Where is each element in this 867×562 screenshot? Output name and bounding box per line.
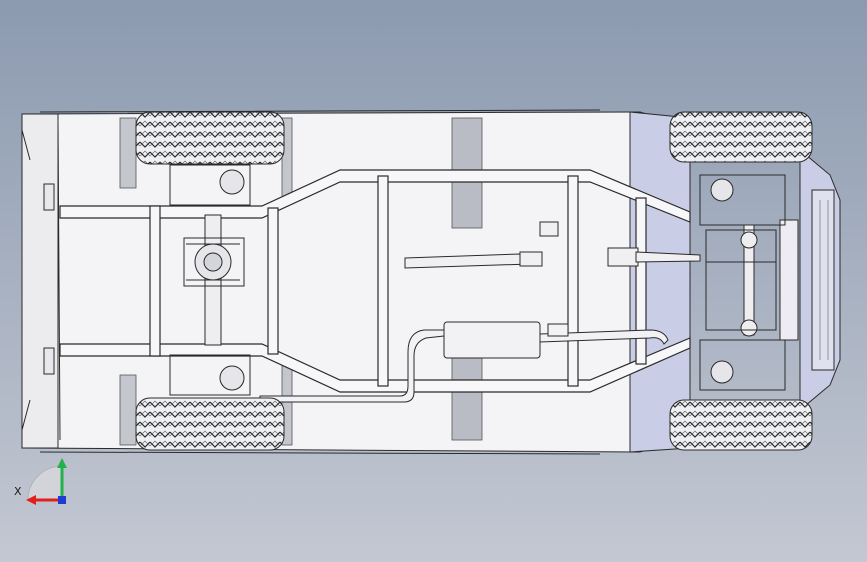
rear-axle [169,164,251,396]
exhaust-system [259,321,669,403]
rear-bumper-details [21,129,55,431]
front-right-wheel [669,399,813,451]
rear-right-wheel [135,397,285,451]
body-outline [21,109,661,455]
triad-x-label: X [14,485,22,498]
triad-x-arrow [26,495,36,505]
coordinate-triad [26,458,67,505]
ladder-frame [59,169,691,393]
triad-y-arrow [57,458,67,468]
drive-shaft [404,221,701,269]
rear-left-wheel [135,111,285,165]
front-axle [699,174,786,391]
front-left-wheel [669,111,813,163]
triad-z-origin [58,496,66,504]
